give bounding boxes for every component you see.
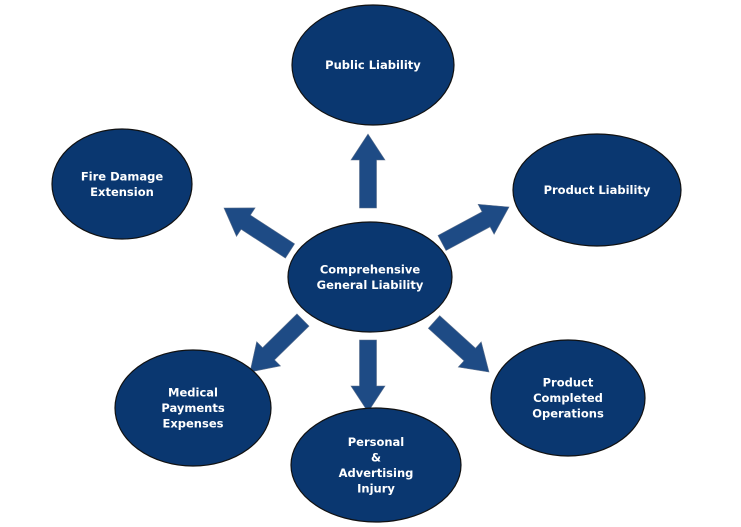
- node-ellipse: [512, 133, 682, 247]
- node-ellipse: [490, 339, 646, 457]
- node-label-line: Product: [543, 376, 594, 390]
- node-label-line: General Liability: [317, 278, 424, 292]
- arrow-to-fire-damage-extension: [223, 207, 296, 259]
- node-ellipse: [287, 221, 453, 333]
- arrow-to-medical-payments-expenses: [249, 313, 310, 373]
- node-ellipse: [290, 407, 462, 523]
- node-label-line: Fire Damage: [81, 169, 164, 183]
- node-label-line: Completed: [533, 391, 603, 405]
- node-label-line: Comprehensive: [320, 262, 420, 276]
- node-ellipse: [291, 4, 455, 126]
- node-label-line: Extension: [90, 185, 154, 199]
- node-label-line: Payments: [161, 401, 224, 415]
- node-public-liability: Public Liability: [291, 4, 455, 126]
- node-label-line: Public Liability: [325, 58, 421, 72]
- node-ellipse: [51, 128, 193, 240]
- node-label-line: Personal: [348, 435, 405, 449]
- arrow-to-product-liability: [437, 203, 510, 251]
- node-product-liability: Product Liability: [512, 133, 682, 247]
- arrows-layer: [223, 133, 510, 413]
- node-label-line: Expenses: [163, 417, 224, 431]
- node-label-line: &: [371, 450, 381, 464]
- node-label-line: Medical: [168, 386, 218, 400]
- arrow-to-product-completed-operations: [427, 315, 490, 373]
- node-label-line: Operations: [532, 407, 604, 421]
- node-label-line: Injury: [357, 481, 395, 495]
- arrow-to-personal-advertising-injury: [350, 339, 386, 413]
- node-label-line: Advertising: [339, 466, 414, 480]
- arrow-to-public-liability: [350, 133, 386, 209]
- node-label-line: Product Liability: [544, 183, 651, 197]
- node-ellipse: [114, 349, 272, 467]
